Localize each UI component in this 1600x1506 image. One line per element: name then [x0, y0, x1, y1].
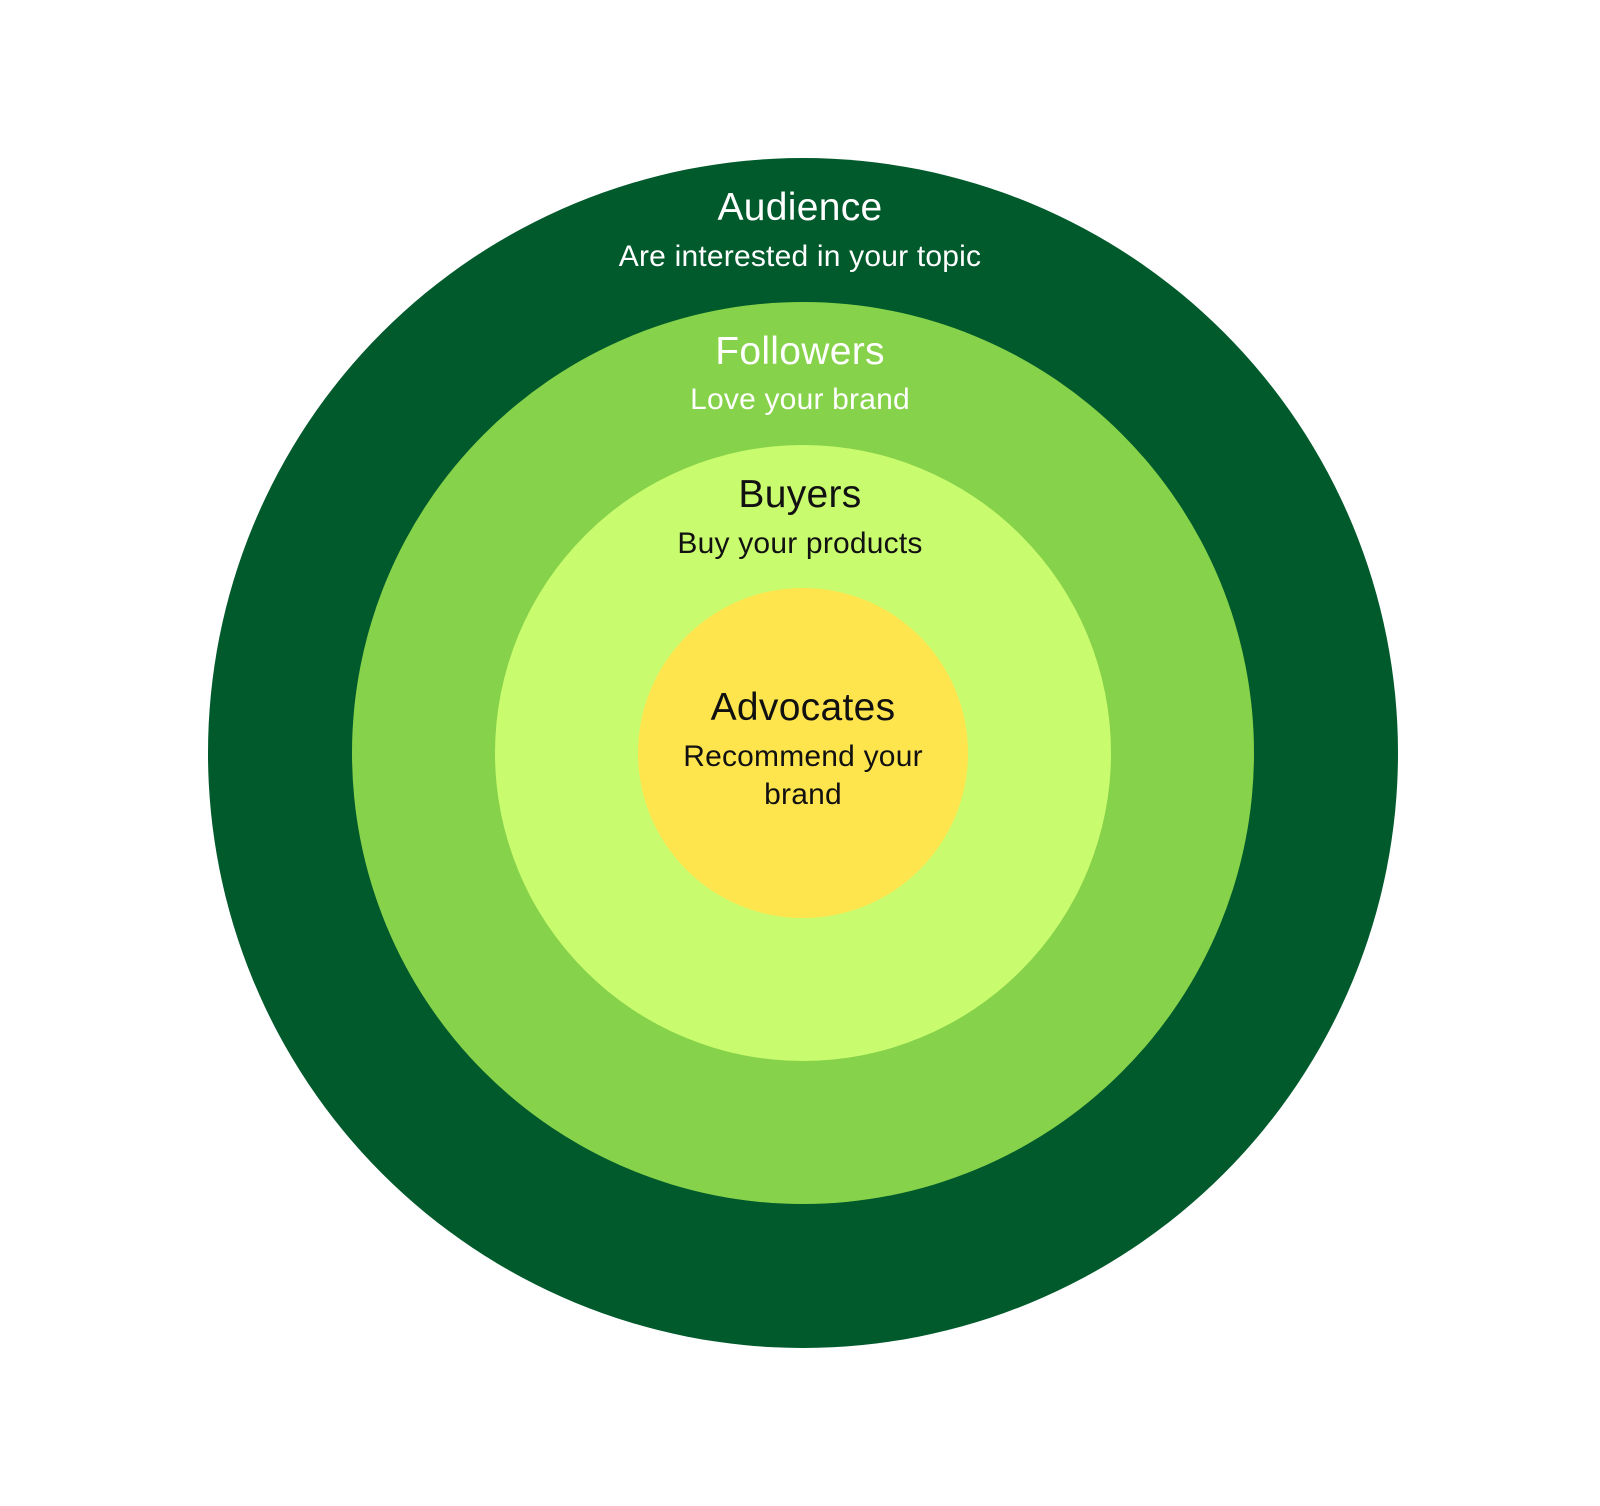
- advocates-circle: [638, 588, 968, 918]
- audience-title: Audience: [717, 186, 883, 229]
- followers-description: Love your brand: [690, 383, 910, 416]
- buyers-description: Buy your products: [677, 527, 923, 560]
- audience-description: Are interested in your topic: [618, 240, 982, 273]
- advocates-title: Advocates: [710, 686, 896, 729]
- buyers-title: Buyers: [738, 473, 862, 516]
- followers-title: Followers: [715, 330, 885, 373]
- advocates-description: Recommend your brand: [683, 740, 923, 811]
